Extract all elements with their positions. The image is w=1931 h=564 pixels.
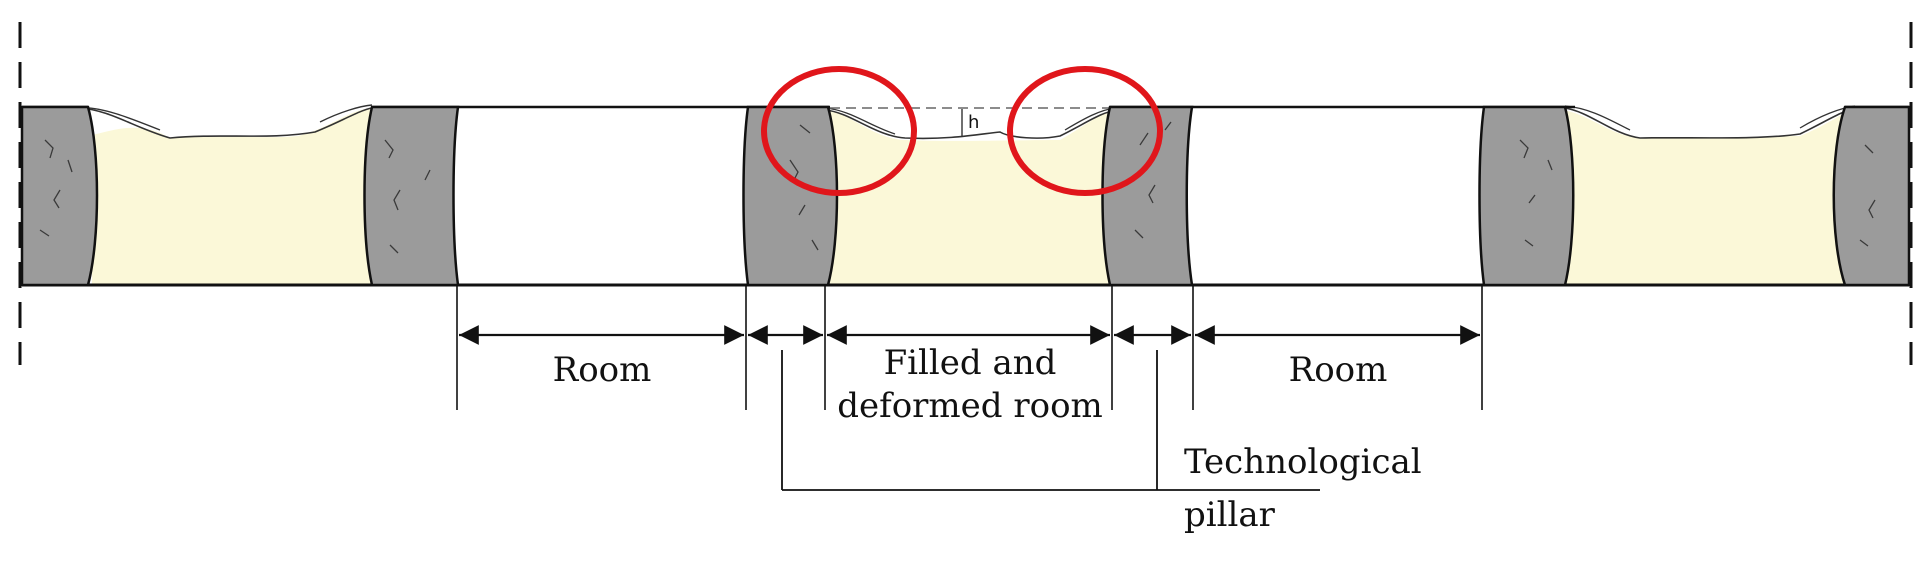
technological-pillar-label-line2: pillar: [1184, 495, 1276, 535]
subsidence-line-right: [1564, 107, 1856, 139]
h-label: h: [968, 112, 979, 133]
pillar-2: [363, 105, 460, 287]
filled-room-right: [1562, 110, 1850, 285]
pillar-cracks: [39, 121, 1876, 254]
technological-pillar-bracket: [781, 350, 1320, 491]
filled-room-label-line2: deformed room: [837, 386, 1103, 426]
filled-room-center: [825, 110, 1118, 285]
room-left-label: Room: [553, 350, 652, 390]
pillar-5: [1478, 105, 1575, 287]
filled-room-label-line1: Filled and: [884, 343, 1057, 383]
dimension-extension-lines: [456, 285, 1483, 410]
pillar-1: [20, 105, 99, 287]
filled-room-left: [92, 108, 372, 285]
pillar-6: [1832, 105, 1911, 287]
pillar-3: [742, 105, 839, 287]
pillar-4: [1101, 105, 1194, 287]
room-right-label: Room: [1289, 350, 1388, 390]
subsidence-line-left: [79, 107, 373, 139]
highlight-circle-left: [761, 66, 917, 196]
subsidence-line-center: [824, 109, 1119, 140]
technological-pillar-label-line1: Technological: [1184, 442, 1422, 482]
highlight-circle-right: [1007, 66, 1163, 196]
